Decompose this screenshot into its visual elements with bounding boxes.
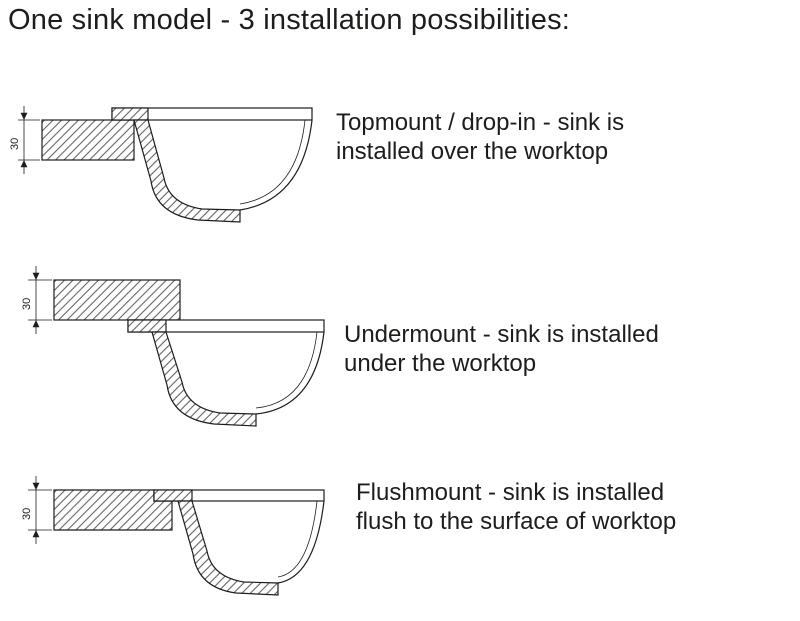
caption-line: Topmount / drop-in - sink is	[336, 109, 625, 136]
worktop-section	[41, 119, 135, 161]
dimension-arrow-icon	[32, 530, 40, 538]
caption-undermount: Undermount - sink is installed under the…	[344, 320, 659, 379]
installation-option-undermount: 30	[6, 258, 346, 436]
installation-option-flushmount: 30	[6, 460, 346, 610]
caption-line: Undermount - sink is installed	[344, 321, 659, 348]
flushmount-cross-section-diagram: 30	[21, 476, 325, 596]
worktop-section	[53, 279, 181, 321]
sink-bowl-inner-line	[277, 500, 318, 578]
sink-bowl-outline	[239, 119, 313, 211]
dimension-arrow-icon	[32, 272, 40, 280]
dimension-30: 30	[21, 266, 52, 334]
caption-line: installed over the worktop	[336, 138, 609, 166]
dimension-arrow-icon	[20, 112, 28, 120]
caption-line: Flushmount - sink is installed	[356, 479, 665, 506]
installation-option-topmount: 30	[6, 78, 346, 243]
dimension-label: 30	[9, 138, 21, 150]
dimension-label: 30	[21, 508, 33, 520]
dimension-arrow-icon	[32, 320, 40, 328]
caption-topmount: Topmount / drop-in - sink is installed o…	[336, 108, 624, 167]
sink-rim-section	[111, 107, 149, 121]
caption-flushmount: Flushmount - sink is installed flush to …	[356, 478, 676, 537]
dimension-arrow-icon	[20, 160, 28, 168]
sink-wall-section	[133, 119, 241, 223]
undermount-cross-section-diagram: 30	[21, 266, 325, 427]
dimension-30: 30	[9, 106, 40, 174]
caption-line: under the worktop	[344, 350, 537, 378]
topmount-cross-section-diagram: 30	[9, 106, 313, 223]
dimension-arrow-icon	[32, 482, 40, 490]
dimension-30: 30	[21, 476, 52, 544]
dimension-label: 30	[21, 298, 33, 310]
sink-bowl-outline	[277, 500, 325, 584]
sink-bowl-inner-line	[255, 331, 318, 409]
caption-line: flush to the surface of worktop	[356, 508, 677, 536]
sink-rim-section	[127, 319, 167, 333]
sink-wall-section	[151, 331, 257, 427]
sink-bowl-outline	[255, 331, 325, 415]
sink-wall-section	[177, 500, 279, 596]
sink-rim-section	[153, 489, 193, 502]
page-title: One sink model - 3 installation possibil…	[8, 4, 571, 36]
sink-bowl-inner-line	[239, 119, 306, 205]
